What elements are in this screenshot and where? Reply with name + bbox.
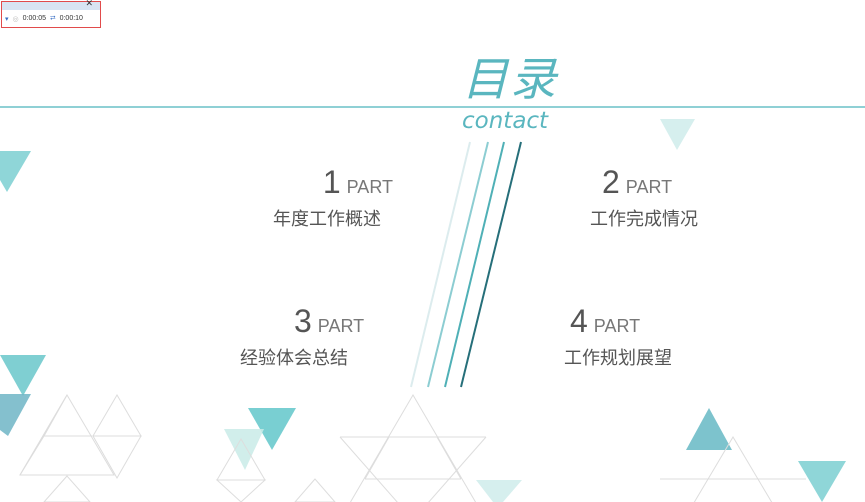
close-icon[interactable]: ✕ (85, 0, 93, 8)
media-player: ✕ ▾ ◎ 0:00:05 ⮂ 0:00:10 (1, 0, 101, 28)
slide-subtitle: contact (462, 108, 549, 134)
part-4-title: 工作规划展望 (564, 348, 672, 368)
part-2-label: PART (625, 177, 673, 197)
part-2-number: 2 (602, 164, 620, 200)
part-4-label: PART (593, 316, 641, 336)
part-1-label: PART (346, 177, 393, 197)
part-4-number: 4 (570, 303, 588, 339)
part-2-title: 工作完成情况 (590, 209, 698, 229)
media-player-titlebar[interactable]: ✕ (2, 0, 100, 10)
elapsed-time: 0:00:05 (22, 15, 46, 22)
part-1-title: 年度工作概述 (273, 209, 381, 229)
slide-title: 目录 (462, 53, 558, 105)
loop-icon[interactable]: ⮂ (49, 14, 56, 22)
play-icon[interactable]: ◎ (12, 15, 19, 23)
dropdown-icon[interactable]: ▾ (5, 15, 9, 23)
part-3-title: 经验体会总结 (240, 348, 348, 368)
total-time: 0:00:10 (59, 15, 83, 22)
part-3-label: PART (317, 316, 365, 336)
part-3-number: 3 (294, 303, 312, 339)
part-1-number: 1 (322, 164, 341, 200)
